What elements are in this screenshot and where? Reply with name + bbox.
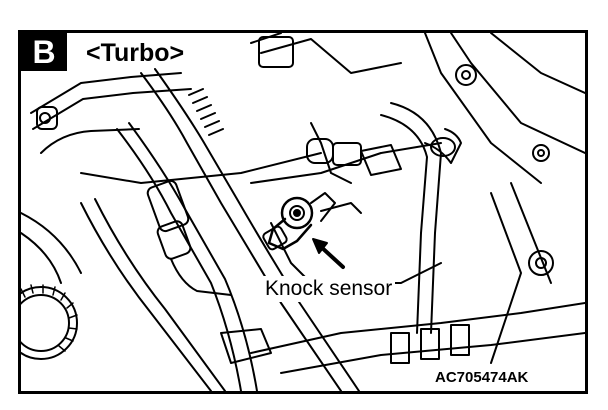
figure-code: AC705474AK — [432, 368, 532, 388]
view-badge: B — [21, 33, 67, 71]
variant-label: <Turbo> — [82, 38, 189, 68]
engine-line-drawing — [21, 33, 585, 391]
diagram-frame — [18, 30, 588, 394]
knock-sensor-callout: Knock sensor — [262, 276, 396, 302]
